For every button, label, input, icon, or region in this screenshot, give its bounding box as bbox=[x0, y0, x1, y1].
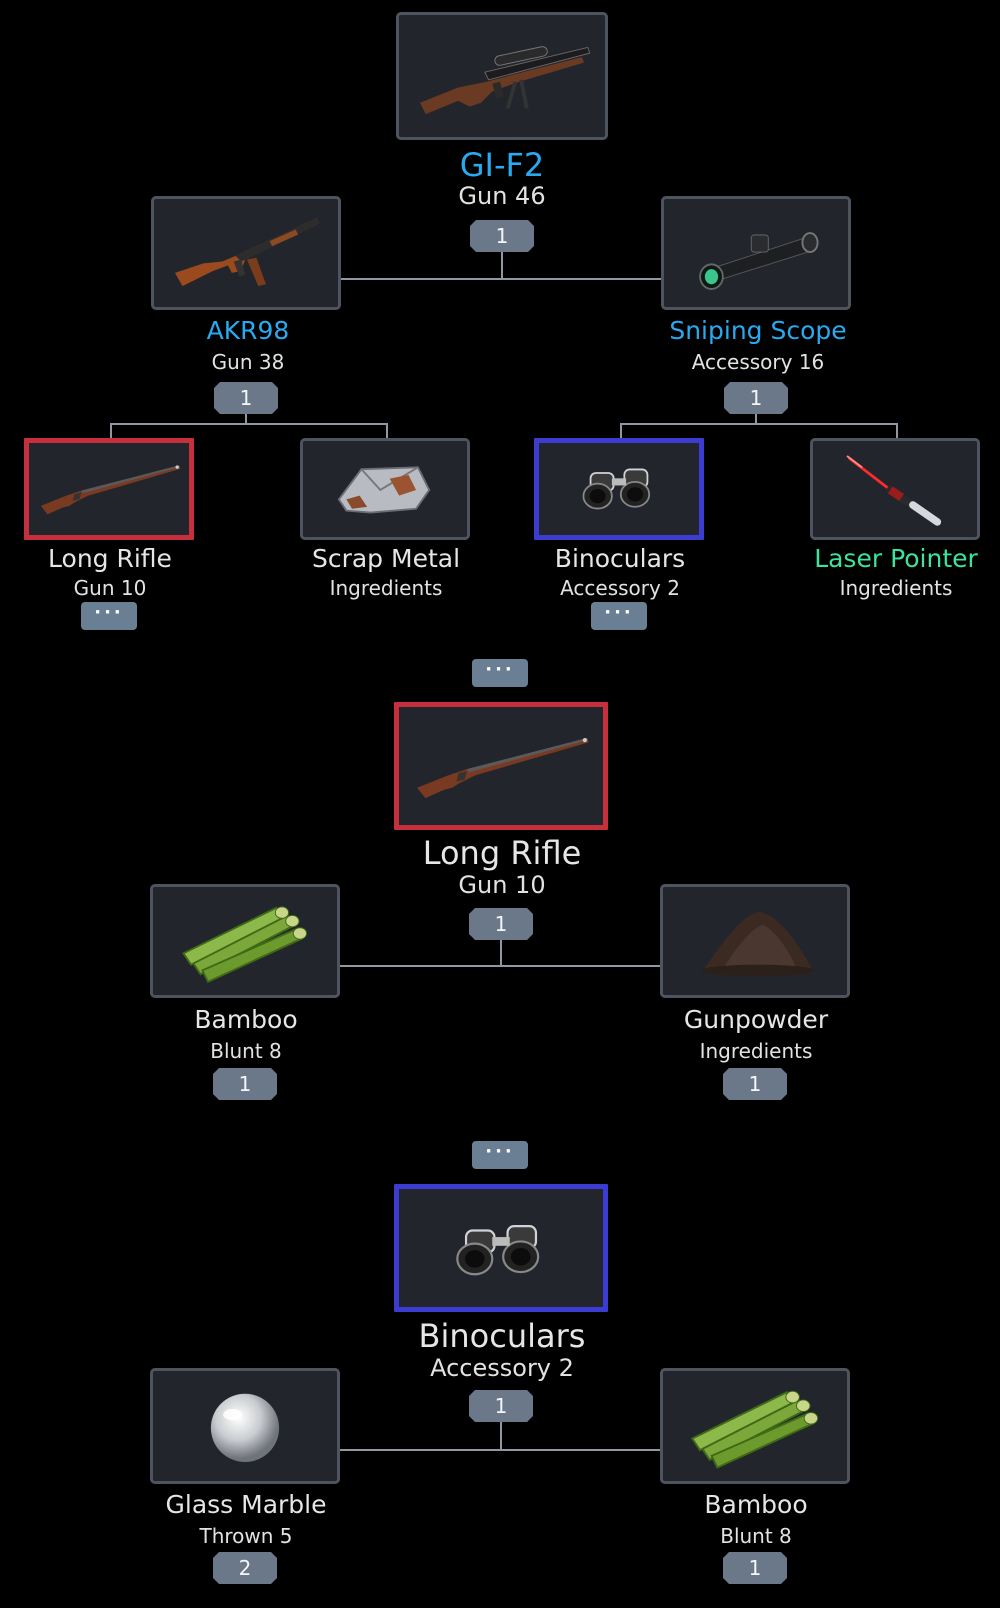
bamboo-icon bbox=[182, 905, 308, 983]
glass-marble-icon bbox=[210, 1393, 280, 1463]
akr98-name: AKR98 bbox=[206, 316, 290, 345]
glass-marble-slot[interactable] bbox=[150, 1368, 340, 1484]
scrap-metal-name: Scrap Metal bbox=[311, 544, 461, 573]
bamboo-type: Blunt 8 bbox=[210, 1039, 282, 1063]
gunpowder-qty: 1 bbox=[723, 1068, 787, 1100]
binoculars-root-qty: 1 bbox=[469, 1390, 533, 1422]
bamboo-slot[interactable] bbox=[150, 884, 340, 998]
long-rifle-slot[interactable] bbox=[24, 438, 194, 540]
scope-icon bbox=[699, 232, 819, 290]
laser-pointer-name: Laser Pointer bbox=[814, 544, 978, 573]
sniping-scope-type: Accessory 16 bbox=[691, 350, 825, 374]
scrap-metal-slot[interactable] bbox=[300, 438, 470, 540]
tree-separator-2: ··· bbox=[472, 1141, 528, 1169]
binoculars-root-slot[interactable] bbox=[394, 1184, 608, 1312]
long-rifle-root-name: Long Rifle bbox=[422, 834, 582, 872]
long-rifle-icon bbox=[40, 465, 181, 515]
gunpowder-slot[interactable] bbox=[660, 884, 850, 998]
laser-pointer-type: Ingredients bbox=[839, 576, 953, 600]
gi-f2-slot[interactable] bbox=[396, 12, 608, 140]
akr98-qty: 1 bbox=[214, 382, 278, 414]
bamboo-name: Bamboo bbox=[194, 1005, 298, 1034]
tree-separator-1: ··· bbox=[472, 659, 528, 687]
gunpowder-icon bbox=[701, 911, 815, 977]
scrap-metal-type: Ingredients bbox=[329, 576, 443, 600]
binoculars-slot[interactable] bbox=[534, 438, 704, 540]
long-rifle-root-qty: 1 bbox=[469, 908, 533, 940]
gi-f2-type: Gun 46 bbox=[458, 182, 546, 210]
binoculars-root-name: Binoculars bbox=[418, 1317, 586, 1355]
akr98-type: Gun 38 bbox=[211, 350, 285, 374]
sniper-rifle-icon bbox=[420, 46, 591, 115]
binoculars-name: Binoculars bbox=[554, 544, 686, 573]
sniping-scope-name: Sniping Scope bbox=[669, 316, 847, 345]
bamboo-qty: 1 bbox=[213, 1068, 277, 1100]
laser-pointer-slot[interactable] bbox=[810, 438, 980, 540]
binoculars-type: Accessory 2 bbox=[560, 576, 680, 600]
long-rifle-root-type: Gun 10 bbox=[458, 871, 546, 899]
long-rifle-more-button[interactable]: ··· bbox=[81, 602, 137, 630]
glass-marble-name: Glass Marble bbox=[165, 1490, 327, 1519]
long-rifle-name: Long Rifle bbox=[48, 544, 172, 573]
assault-rifle-icon bbox=[174, 217, 319, 287]
bamboo-name-2: Bamboo bbox=[704, 1490, 808, 1519]
long-rifle-type: Gun 10 bbox=[73, 576, 147, 600]
binoculars-icon bbox=[456, 1225, 540, 1276]
sniping-scope-slot[interactable] bbox=[661, 196, 851, 310]
akr98-slot[interactable] bbox=[151, 196, 341, 310]
bamboo-icon bbox=[691, 1390, 819, 1469]
bamboo-slot-2[interactable] bbox=[660, 1368, 850, 1484]
gunpowder-type: Ingredients bbox=[699, 1039, 813, 1063]
gi-f2-qty: 1 bbox=[470, 220, 534, 252]
scrap-metal-icon bbox=[337, 466, 431, 514]
binoculars-root-type: Accessory 2 bbox=[430, 1354, 574, 1382]
long-rifle-root-slot[interactable] bbox=[394, 702, 608, 830]
gi-f2-name: GI-F2 bbox=[459, 146, 545, 184]
binoculars-icon bbox=[582, 468, 651, 510]
sniping-scope-qty: 1 bbox=[724, 382, 788, 414]
laser-pointer-icon bbox=[846, 455, 942, 526]
glass-marble-type: Thrown 5 bbox=[199, 1524, 293, 1548]
bamboo-qty-2: 1 bbox=[723, 1552, 787, 1584]
binoculars-more-button[interactable]: ··· bbox=[591, 602, 647, 630]
bamboo-type-2: Blunt 8 bbox=[720, 1524, 792, 1548]
gunpowder-name: Gunpowder bbox=[683, 1005, 829, 1034]
long-rifle-icon bbox=[417, 738, 589, 799]
glass-marble-qty: 2 bbox=[213, 1552, 277, 1584]
